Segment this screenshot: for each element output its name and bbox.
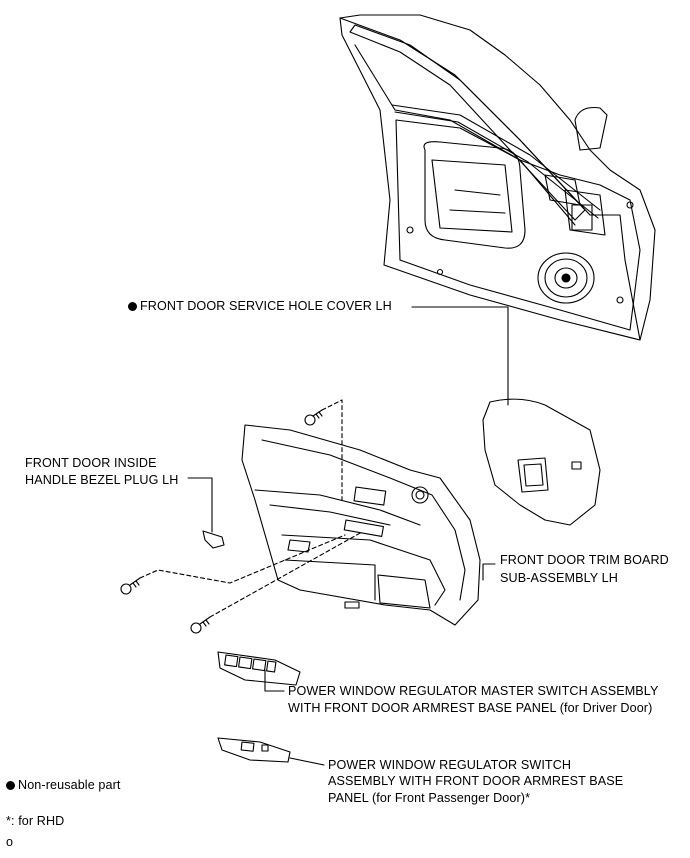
master-switch-label-line1: POWER WINDOW REGULATOR MASTER SWITCH ASS… bbox=[288, 684, 659, 698]
trim-board-label-line1: FRONT DOOR TRIM BOARD bbox=[500, 553, 669, 567]
service-hole-cover-text: FRONT DOOR SERVICE HOLE COVER LH bbox=[140, 299, 392, 313]
service-hole-cover-label: FRONT DOOR SERVICE HOLE COVER LH bbox=[128, 298, 392, 314]
bezel-plug-label-line1: FRONT DOOR INSIDE bbox=[25, 456, 157, 470]
non-reusable-bullet bbox=[128, 301, 137, 311]
leader-lines bbox=[187, 306, 509, 766]
screws bbox=[120, 409, 323, 634]
figure-code: o bbox=[6, 835, 14, 849]
legend-bullet bbox=[6, 780, 15, 790]
screw-bottom bbox=[190, 616, 211, 634]
front-door-illustration bbox=[339, 14, 656, 341]
passenger-switch-label-line2: ASSEMBLY WITH FRONT DOOR ARMREST BASE bbox=[328, 774, 624, 788]
passenger-switch-label-line3: PANEL (for Front Passenger Door)* bbox=[328, 791, 531, 805]
assembly-dashed-lines bbox=[139, 399, 363, 618]
master-switch-illustration bbox=[217, 651, 301, 686]
bezel-plug-label-line2: HANDLE BEZEL PLUG LH bbox=[25, 473, 179, 487]
legend-non-reusable: Non-reusable part bbox=[6, 777, 121, 793]
passenger-switch-label-line1: POWER WINDOW REGULATOR SWITCH bbox=[328, 758, 572, 772]
passenger-switch-illustration bbox=[217, 737, 291, 763]
screw-top bbox=[304, 409, 323, 426]
trim-board-illustration bbox=[241, 424, 481, 626]
legend-rhd-note: *: for RHD bbox=[6, 814, 65, 828]
service-hole-cover-illustration bbox=[482, 398, 601, 526]
master-switch-label-line2: WITH FRONT DOOR ARMREST BASE PANEL (for … bbox=[288, 701, 653, 715]
bezel-plug-illustration bbox=[202, 530, 225, 549]
trim-board-label-line2: SUB-ASSEMBLY LH bbox=[500, 571, 618, 585]
screw-left bbox=[120, 577, 141, 595]
legend-non-reusable-text: Non-reusable part bbox=[18, 778, 121, 792]
